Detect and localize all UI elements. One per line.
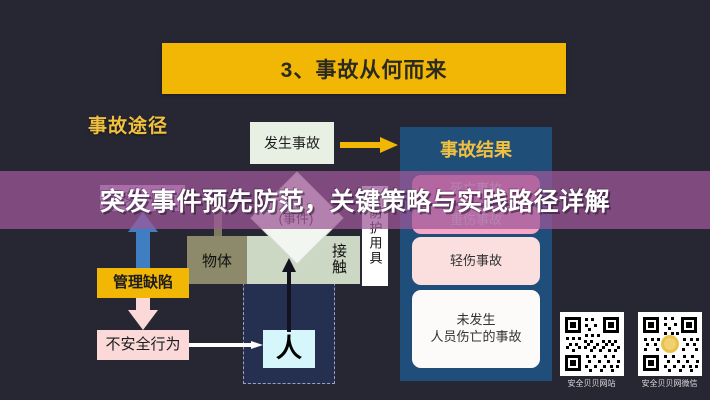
overlay-banner-text: 突发事件预先防范，关键策略与实践路径详解 (99, 188, 610, 216)
arrow-right-icon (189, 341, 263, 349)
flow-node-contact: 接触 (332, 234, 360, 286)
flow-node-occurrence-label: 发生事故 (264, 134, 320, 151)
slide-title-bar: 3、事故从何而来 (162, 43, 566, 94)
flow-node-unsafe-act-label: 不安全行为 (105, 336, 181, 354)
page-title: 3、事故从何而来 (280, 58, 448, 82)
website-qr-icon[interactable] (559, 312, 624, 376)
arrow-down-icon (128, 298, 158, 330)
qr-code-area: 安全贝贝网站 (557, 312, 704, 394)
flow-node-person: 人 (263, 330, 315, 368)
qr-item-wechat[interactable]: 安全贝贝网微信 (635, 312, 704, 394)
qr-caption-wechat: 安全贝贝网微信 (641, 379, 698, 388)
qr-item-website[interactable]: 安全贝贝网站 (557, 312, 626, 394)
accident-result-header: 事故结果 (400, 127, 552, 171)
wechat-qr-icon[interactable] (637, 312, 702, 376)
flow-node-contact-label: 接触 (332, 243, 348, 276)
flow-node-occurrence: 发生事故 (250, 122, 334, 164)
flow-node-management-defect: 管理缺陷 (97, 268, 189, 298)
flow-node-management-defect-label: 管理缺陷 (112, 274, 173, 292)
flow-node-object: 物体 (187, 236, 247, 284)
arrow-up-icon (282, 258, 296, 332)
section-label-accident-path: 事故途径 (88, 116, 169, 137)
flow-node-person-label: 人 (275, 333, 302, 364)
qr-caption-website: 安全贝贝网站 (567, 379, 616, 388)
arrow-right-icon (340, 137, 398, 153)
result-item-light-injury-label: 轻伤事故 (449, 252, 502, 268)
result-item-light-injury: 轻伤事故 (412, 237, 540, 285)
result-item-no-casualty: 未发生 人员伤亡的事故 (412, 290, 540, 368)
result-item-no-casualty-line1: 未发生 (456, 312, 496, 328)
flow-node-object-label: 物体 (201, 252, 232, 270)
result-item-no-casualty-line2: 人员伤亡的事故 (430, 329, 522, 344)
overlay-banner: 突发事件预先防范，关键策略与实践路径详解 (0, 171, 710, 229)
flow-node-unsafe-act: 不安全行为 (97, 330, 189, 360)
